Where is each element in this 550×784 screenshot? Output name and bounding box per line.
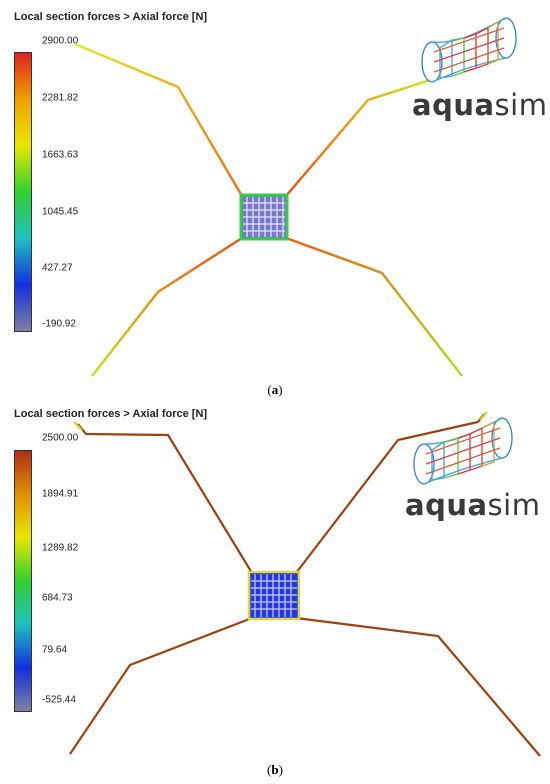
- mooring-model-view: [74, 17, 517, 377]
- mooring-line: [285, 78, 431, 197]
- colorbar-tick: -190.92: [42, 318, 76, 330]
- colorbar-tick: -525.44: [42, 694, 76, 706]
- aquasim-logo-icon: [421, 17, 517, 83]
- colorbar-tick: 2500.00: [42, 432, 79, 444]
- colorbar-tick: 427.27: [42, 262, 73, 274]
- panel-b: Local section forces > Axial force [N] 2…: [0, 404, 550, 784]
- logo-text-regular: sim: [494, 88, 548, 122]
- colorbar-tick: 79.64: [42, 644, 68, 656]
- mooring-line-tip: [73, 421, 83, 431]
- mooring-line: [69, 616, 253, 755]
- caption-label: b: [271, 762, 279, 777]
- colorbar-tick: 1045.45: [42, 206, 79, 218]
- mooring-line: [295, 616, 541, 757]
- caption-label: a: [271, 382, 279, 397]
- logo-text-regular: sim: [487, 488, 541, 522]
- net-cage: [239, 193, 289, 241]
- colorbar-tick: 2281.82: [42, 92, 79, 104]
- figure-caption: (b): [267, 762, 283, 777]
- logo-text-bold: aqua: [412, 88, 495, 122]
- colorbar-tick: 1663.63: [42, 149, 79, 161]
- mooring-line: [91, 236, 243, 377]
- colorbar-tick: 1894.91: [42, 488, 79, 500]
- colorbar-tick: 2900.00: [42, 35, 79, 47]
- mooring-line: [77, 423, 253, 574]
- panel-a: Local section forces > Axial force [N] 2…: [14, 11, 547, 397]
- figure-caption: (a): [267, 382, 283, 397]
- mooring-line-tip: [479, 411, 488, 421]
- colorbar-tick: 1289.82: [42, 542, 79, 554]
- panel-title: Local section forces > Axial force [N]: [14, 11, 208, 23]
- mooring-line: [285, 236, 463, 377]
- aquasim-logo-text: aquasim: [412, 88, 547, 122]
- mooring-model-view: [69, 411, 541, 757]
- panel-title: Local section forces > Axial force [N]: [14, 408, 208, 420]
- colorbar: [14, 450, 32, 712]
- colorbar-tick: 684.73: [42, 592, 73, 604]
- logo-text-bold: aqua: [405, 488, 488, 522]
- aquasim-logo-text: aquasim: [405, 488, 540, 522]
- net-cage: [247, 570, 301, 621]
- aquasim-logo-icon: [413, 417, 513, 485]
- mooring-line: [74, 42, 244, 197]
- colorbar: [14, 52, 32, 332]
